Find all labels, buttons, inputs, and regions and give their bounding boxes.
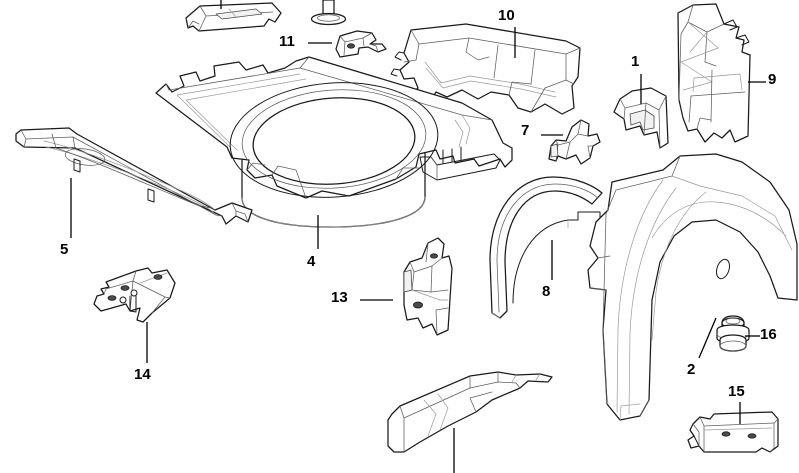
part-1-rear-bracket-reinforcement xyxy=(613,87,669,149)
part-top-closing-panel-strip xyxy=(185,0,282,32)
callout-label-16: 16 xyxy=(760,326,777,343)
part-10-rear-cross-member-upper xyxy=(390,23,581,115)
callout-label-11: 11 xyxy=(279,33,295,50)
part-11-retaining-clip xyxy=(335,30,387,58)
part-13-side-member-bracket xyxy=(403,237,453,336)
callout-label-7: 7 xyxy=(521,122,530,139)
callout-label-10: 10 xyxy=(498,7,515,24)
callout-label-2: 2 xyxy=(687,361,696,378)
part-2-outer-wheel-arch-panel xyxy=(587,153,798,421)
part-8-inner-wheel-arch-panel xyxy=(489,176,606,319)
part-5-rear-floor-side-member xyxy=(15,127,253,225)
part-lower-trim-channel-member xyxy=(387,371,553,473)
part-4-trunk-floor-panel xyxy=(155,56,513,228)
part-14-jack-support-bracket xyxy=(93,267,176,323)
callout-leader-lines xyxy=(70,27,766,424)
callout-label-14: 14 xyxy=(134,366,151,383)
callout-label-13: 13 xyxy=(331,289,348,306)
part-16-rubber-sealing-plug xyxy=(716,315,750,352)
part-15-reinforcement-plate xyxy=(687,411,779,453)
callout-label-5: 5 xyxy=(60,241,69,258)
callout-label-15: 15 xyxy=(728,383,745,400)
part-guide-pin-stud xyxy=(310,0,347,26)
callout-label-1: 1 xyxy=(631,53,640,70)
callout-label-8: 8 xyxy=(542,283,551,300)
part-9-rear-side-panel-inner xyxy=(677,3,751,143)
callout-label-9: 9 xyxy=(768,71,777,88)
part-7-small-mounting-bracket xyxy=(548,119,601,165)
callout-label-4: 4 xyxy=(307,253,316,270)
